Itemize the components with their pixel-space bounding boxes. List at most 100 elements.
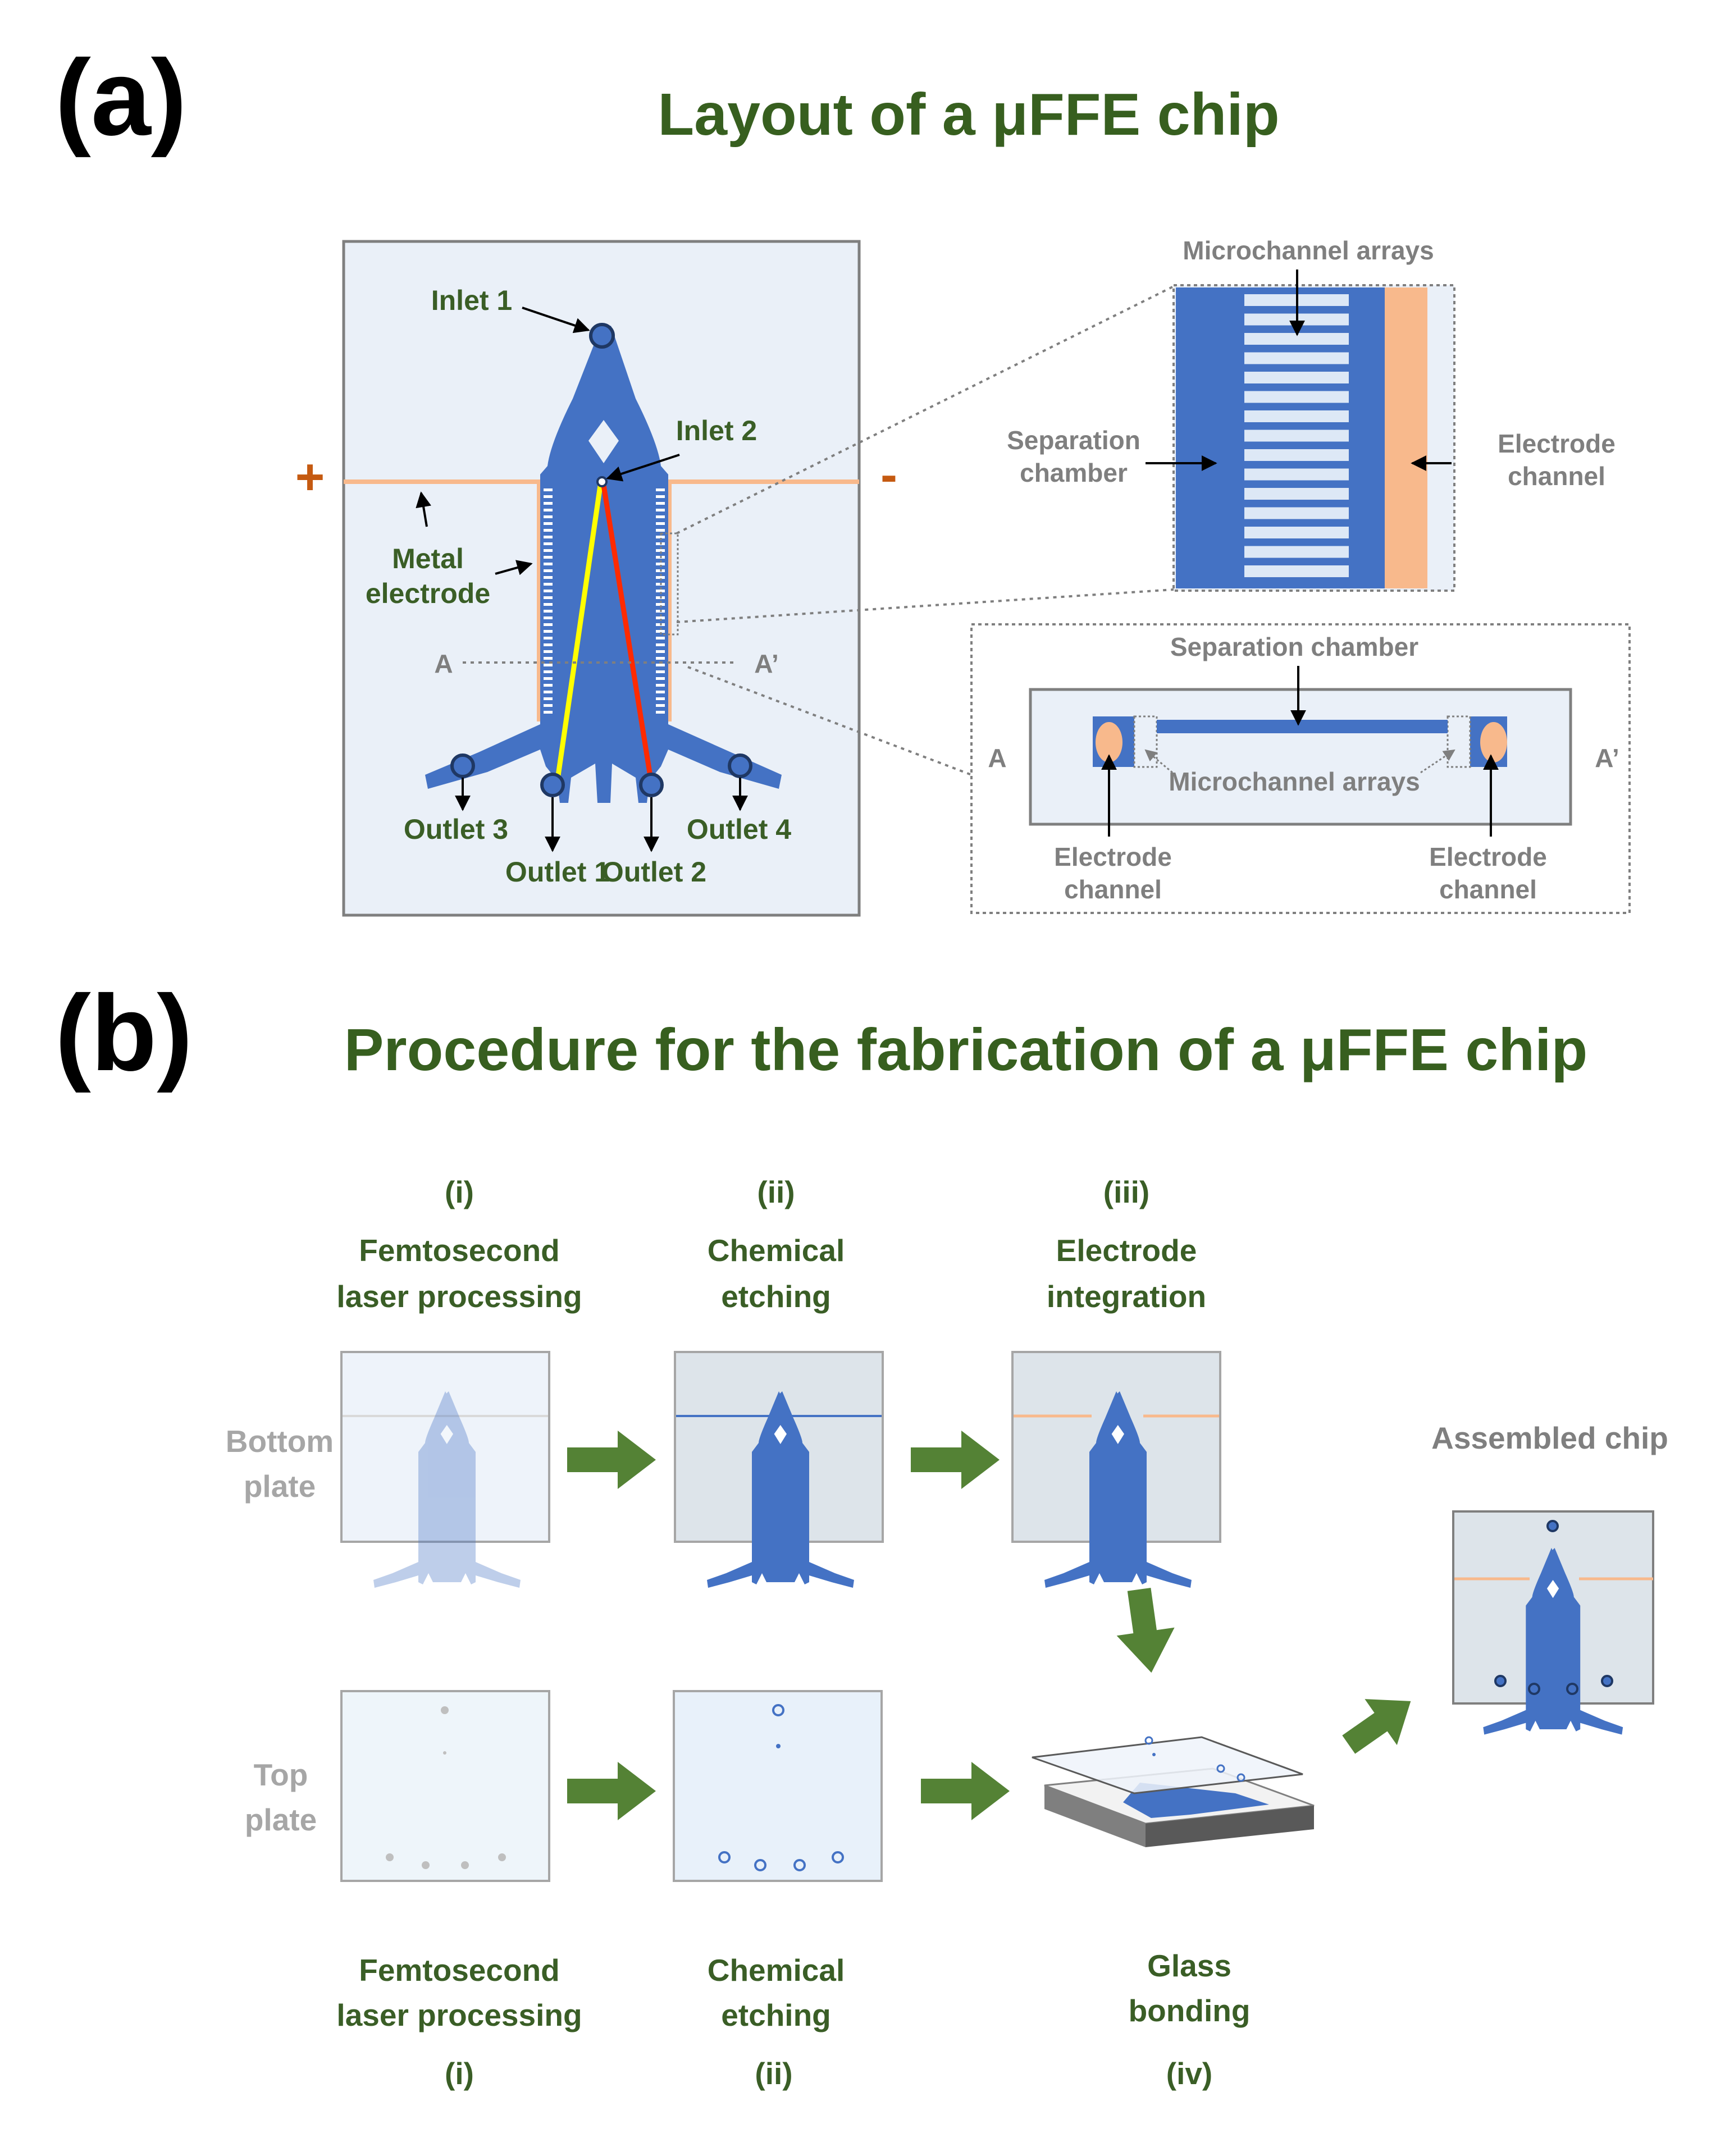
cross-right-microchannel [1446,715,1471,768]
outlet-4-label: Outlet 4 [687,814,791,845]
bottom-plate-label-2: plate [244,1469,316,1504]
metal-electrode-arrow-1 [416,491,431,527]
microchannel-dash [544,596,553,599]
microchannel-dash [544,515,553,518]
microchannel-dash [656,549,665,552]
microchannel-dash [656,650,665,653]
step-top-3-line1: Electrode [1056,1233,1197,1268]
microchannel-dash [544,536,553,538]
bottom-plate-step-1 [340,1351,550,1588]
assembled-inlet-1 [1546,1520,1559,1532]
microchannel-dash [544,664,553,666]
top-plate-1-frame [340,1690,550,1882]
zoom-microchannel-bar [1244,565,1349,577]
step-top-1-line2: laser processing [336,1279,582,1314]
metal-electrode-arrow-2 [495,560,533,575]
inlet-2-label: Inlet 2 [676,415,757,446]
microchannel-dash [656,590,665,592]
microchannel-dash [656,684,665,687]
inlet-split-island [588,420,619,463]
microchannel-dash [544,657,553,660]
cross-section-view [970,623,1631,914]
microchannel-dash [656,677,665,680]
microchannel-dash [544,650,553,653]
microchannel-dash [544,563,553,565]
bond-top-hole-1 [1144,1736,1153,1745]
assembled-outlet-3 [1494,1675,1507,1687]
microchannel-dash [656,502,665,505]
assembled-chip [1452,1510,1654,1735]
bottom-plate-step-3 [1011,1351,1221,1588]
zoom-microchannel-bar [1244,546,1349,558]
cross-electrode-left-2: channel [1064,875,1162,904]
microchannel-dash [656,630,665,633]
step-bottom-1-num: (i) [445,2056,474,2091]
microchannel-dash [544,630,553,633]
metal-electrode-label-2: electrode [366,578,490,609]
microchannel-dash [656,657,665,660]
process-arrows [567,1431,1411,1820]
microchannel-dash [544,522,553,525]
zoom-separation-label-2: chamber [1020,458,1128,487]
top-plate-2-frame [673,1690,883,1882]
zoom-microchannel-bar [1244,430,1349,442]
top-plate-2-hole-out3 [718,1851,731,1863]
microchannel-dash [656,670,665,673]
microchannel-dash [656,664,665,666]
step-top-3-num: (iii) [1103,1175,1149,1209]
top-plate-2-hole-out2 [793,1859,806,1871]
zoom-electrode-label-2: channel [1508,462,1605,491]
cross-electrode-left-1: Electrode [1054,842,1172,871]
bond-top-hole-2 [1152,1753,1156,1756]
microchannel-dash [544,643,553,646]
microchannel-dash [656,616,665,619]
microchannel-dash [656,488,665,491]
microchannel-dash [544,590,553,592]
metal-electrode-label-1: Metal [392,543,464,574]
step-bottom-4-num: (iv) [1166,2056,1213,2091]
microchannel-dash [544,637,553,640]
step-top-2-line1: Chemical [708,1233,845,1268]
plus-sign: + [295,449,325,505]
microchannel-dash [544,691,553,693]
outlet-1-port [540,773,565,797]
microchannel-dash [544,488,553,491]
section-a-label: A [434,649,453,678]
cross-electrode-right-2: channel [1439,875,1537,904]
zoom-leader-section [687,666,972,776]
zoom-microchannel-bar [1244,507,1349,519]
step-top-2-line2: etching [721,1279,831,1314]
inlet-1-arrow [522,307,590,334]
step-headers-top: (i) Femtosecond laser processing (ii) Ch… [336,1175,1206,1314]
top-plate-step-2 [673,1690,883,1882]
microchannel-dash [544,529,553,532]
step-bottom-2-line1: Chemical [708,1953,845,1988]
zoom-electrode-channel [1385,287,1427,588]
top-plate-step-1 [340,1690,550,1882]
panel-b-label: (b) [55,972,193,1093]
zoom-microchannel-bar [1244,391,1349,403]
step-top-1-num: (i) [445,1175,474,1209]
microchannel-dash [544,549,553,552]
zoom-microchannel-bar [1244,468,1349,481]
step-bottom-1-line2: laser processing [336,1998,582,2032]
microchannel-dash [544,502,553,505]
microchannel-dash [656,704,665,707]
microchannel-dash [544,542,553,545]
zoom-microchannel-bar [1244,527,1349,538]
microchannel-dash [544,616,553,619]
microchannel-dash [544,697,553,700]
assembled-chip-label: Assembled chip [1431,1420,1668,1455]
zoom-microchannel-bar [1244,488,1349,500]
cross-right-electrode [1480,722,1507,762]
microchannel-dash [656,522,665,525]
cross-a-label: A [988,743,1006,773]
microchannel-dash [544,684,553,687]
microchannel-dash [544,677,553,680]
inlet-2-port [596,476,608,487]
microchannel-dash [656,536,665,538]
step-bottom-1-line1: Femtosecond [359,1953,560,1988]
arrow-electrode-to-bonding [1116,1587,1175,1673]
inlet-1-label: Inlet 1 [431,285,512,316]
microchannel-dash [656,711,665,714]
